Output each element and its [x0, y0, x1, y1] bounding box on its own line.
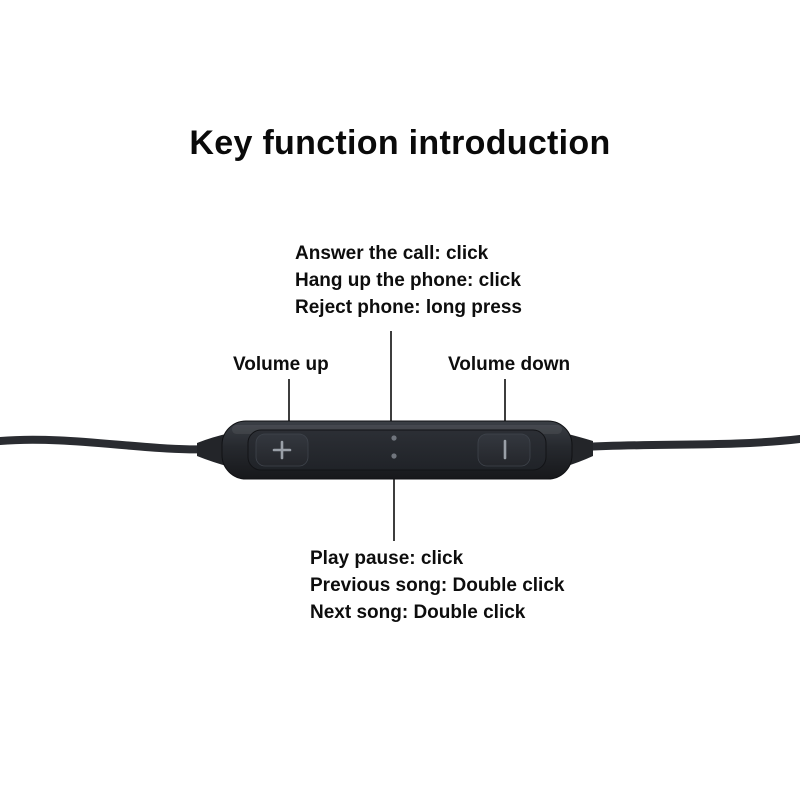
volume-down-label: Volume down [448, 354, 571, 375]
call-functions-caption: Answer the call: click Hang up the phone… [295, 240, 522, 321]
page-title: Key function introduction [189, 124, 611, 162]
caption-line-answer: Answer the call: click [295, 243, 489, 264]
playback-functions-caption: Play pause: click Previous song: Double … [310, 545, 564, 626]
caption-line-hangup: Hang up the phone: click [295, 270, 521, 291]
remote-panel [247, 429, 547, 471]
caption-line-playpause: Play pause: click [310, 548, 464, 569]
remote-body [221, 420, 573, 480]
caption-line-previous: Previous song: Double click [310, 575, 565, 596]
plus-icon [272, 440, 292, 460]
center-button[interactable] [391, 435, 397, 459]
caption-line-reject: Reject phone: long press [295, 297, 522, 318]
volume-up-label: Volume up [233, 354, 329, 375]
center-dot-bottom [391, 453, 397, 459]
cable-left [0, 435, 216, 454]
center-dot-top [391, 435, 397, 441]
volume-down-button[interactable] [477, 433, 531, 467]
caption-line-next: Next song: Double click [310, 602, 526, 623]
cable-right [578, 435, 800, 451]
volume-up-button[interactable] [255, 433, 309, 467]
